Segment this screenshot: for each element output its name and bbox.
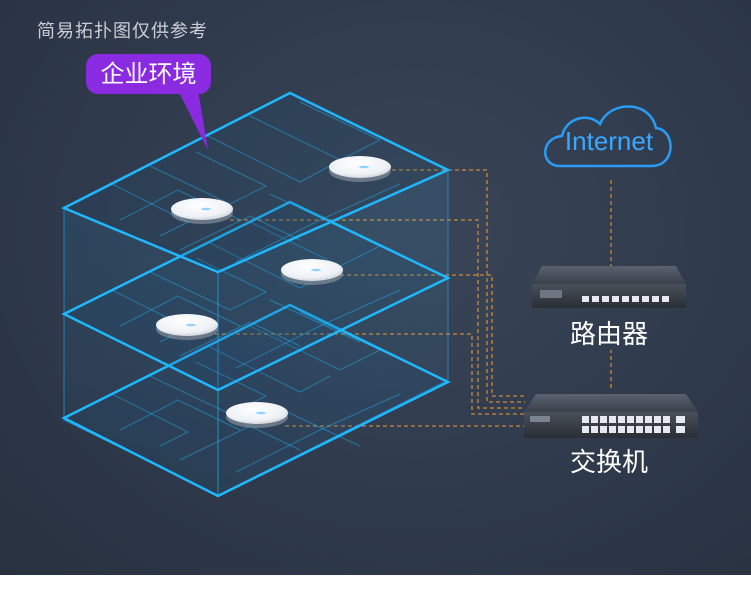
access-point-icon [171, 198, 233, 224]
router-icon [532, 266, 686, 308]
cable-ap3 [340, 274, 525, 397]
access-points [156, 156, 391, 428]
cable-ap1 [385, 169, 525, 403]
environment-callout: 企业环境 [86, 54, 211, 94]
callout-pointer [178, 90, 208, 150]
switch-label: 交换机 [569, 448, 648, 478]
cloud-icon [544, 105, 672, 168]
access-point-icon [156, 314, 218, 340]
router-label: 路由器 [569, 320, 648, 350]
access-point-icon [329, 156, 391, 182]
disclaimer-note: 简易拓扑图仅供参考 [37, 21, 208, 42]
network-topology-diagram: 简易拓扑图仅供参考 企业环境 Internet 路由器 交换机 [0, 0, 751, 575]
access-point-icon [226, 402, 288, 428]
switch-icon [524, 394, 698, 438]
internet-label: Internet [564, 126, 654, 156]
access-point-icon [281, 259, 343, 285]
topology-graphic [61, 90, 698, 498]
